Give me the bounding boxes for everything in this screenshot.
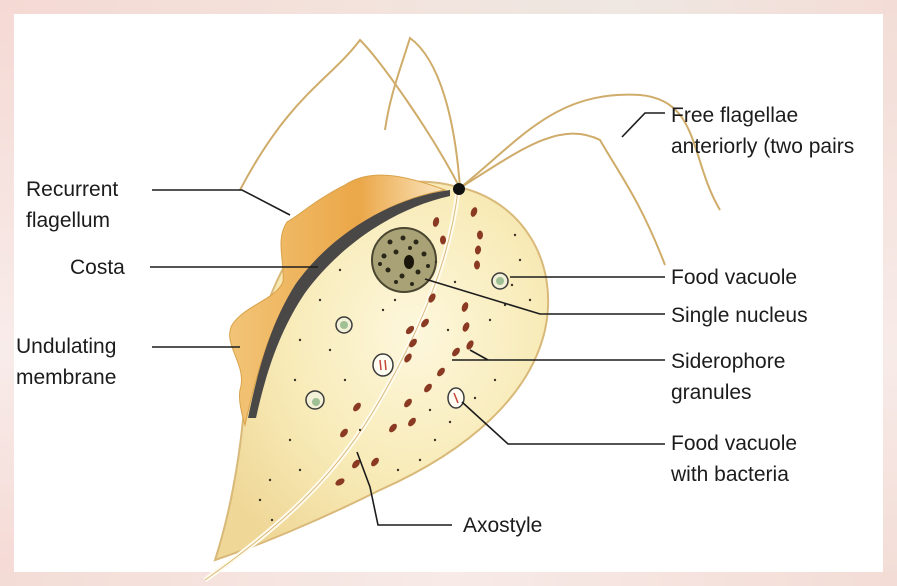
label-food-vacuole-bacteria-line1: Food vacuole xyxy=(671,428,797,459)
label-siderophore-granules: Siderophore granules xyxy=(671,346,785,408)
label-free-flagellae-line1: Free flagellae xyxy=(671,100,886,131)
label-undulating-line2: membrane xyxy=(16,362,116,393)
basal-body xyxy=(453,183,465,195)
nucleus xyxy=(372,228,436,292)
label-food-vacuole-bacteria: Food vacuole with bacteria xyxy=(671,428,797,490)
label-axostyle: Axostyle xyxy=(463,510,542,541)
label-food-vacuole: Food vacuole xyxy=(671,262,797,293)
label-free-flagellae-line2: anteriorly (two pairs xyxy=(671,131,886,162)
label-free-flagellae: Free flagellae anteriorly (two pairs xyxy=(671,100,886,162)
flagellum-1 xyxy=(240,40,460,190)
label-siderophore-line1: Siderophore xyxy=(671,346,785,377)
label-siderophore-line2: granules xyxy=(671,377,785,408)
label-food-vacuole-bacteria-line2: with bacteria xyxy=(671,459,797,490)
leader-free-flagellae xyxy=(622,113,665,137)
label-undulating-membrane: Undulating membrane xyxy=(16,331,116,393)
label-costa: Costa xyxy=(70,252,125,283)
leader-recurrent-flagellum xyxy=(152,190,290,215)
label-undulating-line1: Undulating xyxy=(16,331,116,362)
label-recurrent-flagellum: Recurrent flagellum xyxy=(26,174,118,236)
label-single-nucleus: Single nucleus xyxy=(671,300,808,331)
label-recurrent-line1: Recurrent xyxy=(26,174,118,205)
label-recurrent-line2: flagellum xyxy=(26,205,118,236)
